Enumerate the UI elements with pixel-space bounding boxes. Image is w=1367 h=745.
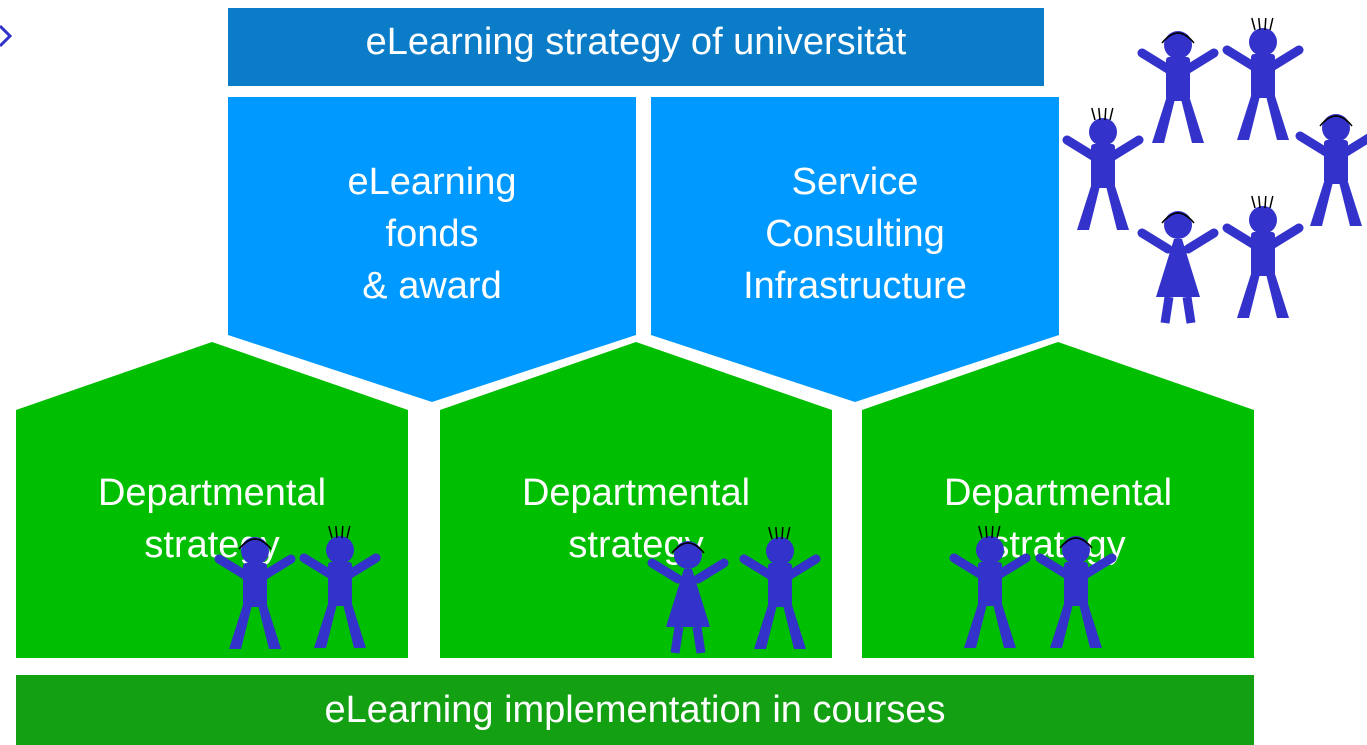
stick-figure-icon [1222, 17, 1304, 140]
stick-figure-icon [647, 541, 729, 654]
stick-figure-icon [1295, 114, 1367, 226]
top-banner-label: eLearning strategy of universität [365, 21, 907, 63]
arrow-fragment-icon [0, 24, 13, 48]
stick-figure-icon [1062, 107, 1144, 230]
stick-figure-icon [214, 537, 296, 649]
stick-figure-icon [1137, 31, 1219, 143]
stick-figure-icon [739, 526, 821, 649]
pillar-label-line: eLearning [347, 161, 517, 203]
department-label-line: Departmental [943, 472, 1173, 514]
bottom-banner-label: eLearning implementation in courses [324, 689, 946, 731]
pillar-label-line: & award [362, 265, 502, 307]
stick-figure-icon [1137, 211, 1219, 324]
pillar-label-line: Service [791, 161, 919, 203]
stick-figure-icon [949, 525, 1031, 648]
department-label-2: Departmental strategy [440, 467, 832, 571]
pillar-box-fonds [228, 97, 636, 402]
pillar-box-service [651, 97, 1059, 402]
department-box-3 [862, 342, 1254, 658]
pillar-label-line: Consulting [765, 213, 945, 255]
department-label-line: Departmental [97, 472, 327, 514]
department-label-line: Departmental [521, 472, 751, 514]
department-box-1 [16, 342, 408, 658]
department-label-1: Departmental strategy [16, 467, 408, 571]
stick-figure-icon [1035, 536, 1117, 648]
pillar-label-service: Service Consulting Infrastructure [651, 156, 1059, 312]
top-banner-box [228, 8, 1044, 86]
pillar-label-line: fonds [385, 213, 479, 255]
pillar-label-fonds: eLearning fonds & award [228, 156, 636, 312]
stick-figure-icon [1222, 195, 1304, 318]
pillar-label-line: Infrastructure [743, 265, 967, 307]
stick-figure-icon [299, 525, 381, 648]
bottom-banner-box [16, 675, 1254, 745]
department-box-2 [440, 342, 832, 658]
